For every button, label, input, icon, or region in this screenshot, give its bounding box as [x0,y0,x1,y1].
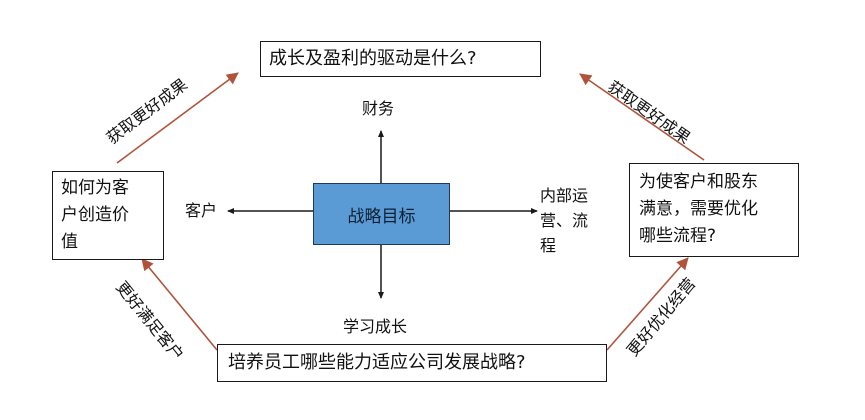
customer-question-line: 如何为客 [61,178,129,198]
strategic-goal-box: 战略目标 [313,183,450,245]
internal-perspective-label: 内部运 营、流 程 [540,183,588,258]
cycle-arrow-learning-to-customer [141,258,218,351]
cycle-arrow-customer-to-financial [116,72,239,164]
internal-question-line: 满意，需要优化 [639,199,758,219]
customer-question-line: 户创造价 [61,205,129,225]
internal-question-line: 哪些流程? [639,226,717,246]
cycle-arrow-learning-to-internal [606,257,689,351]
strategic-goal-text: 战略目标 [347,206,416,227]
customer-question-line: 值 [61,232,78,252]
customer-question-box: 如何为客 户创造价 值 [52,171,164,260]
internal-label-line: 内部运 [540,186,589,205]
internal-question-box: 为使客户和股东 满意，需要优化 哪些流程? [629,163,799,257]
learning-question-box: 培养员工哪些能力适应公司发展战略? [217,344,607,382]
customer-perspective-label: 客户 [185,201,218,220]
cycle-arrow-internal-to-financial [579,73,705,161]
financial-question-box: 成长及盈利的驱动是什么? [260,41,541,77]
learning-perspective-label: 学习成长 [343,317,408,336]
financial-perspective-label: 财务 [362,99,395,118]
internal-question-line: 为使客户和股东 [639,172,758,192]
internal-label-line: 程 [540,236,557,255]
learning-question-text: 培养员工哪些能力适应公司发展战略? [228,352,526,373]
financial-question-text: 成长及盈利的驱动是什么? [269,48,477,69]
internal-label-line: 营、流 [540,211,589,230]
